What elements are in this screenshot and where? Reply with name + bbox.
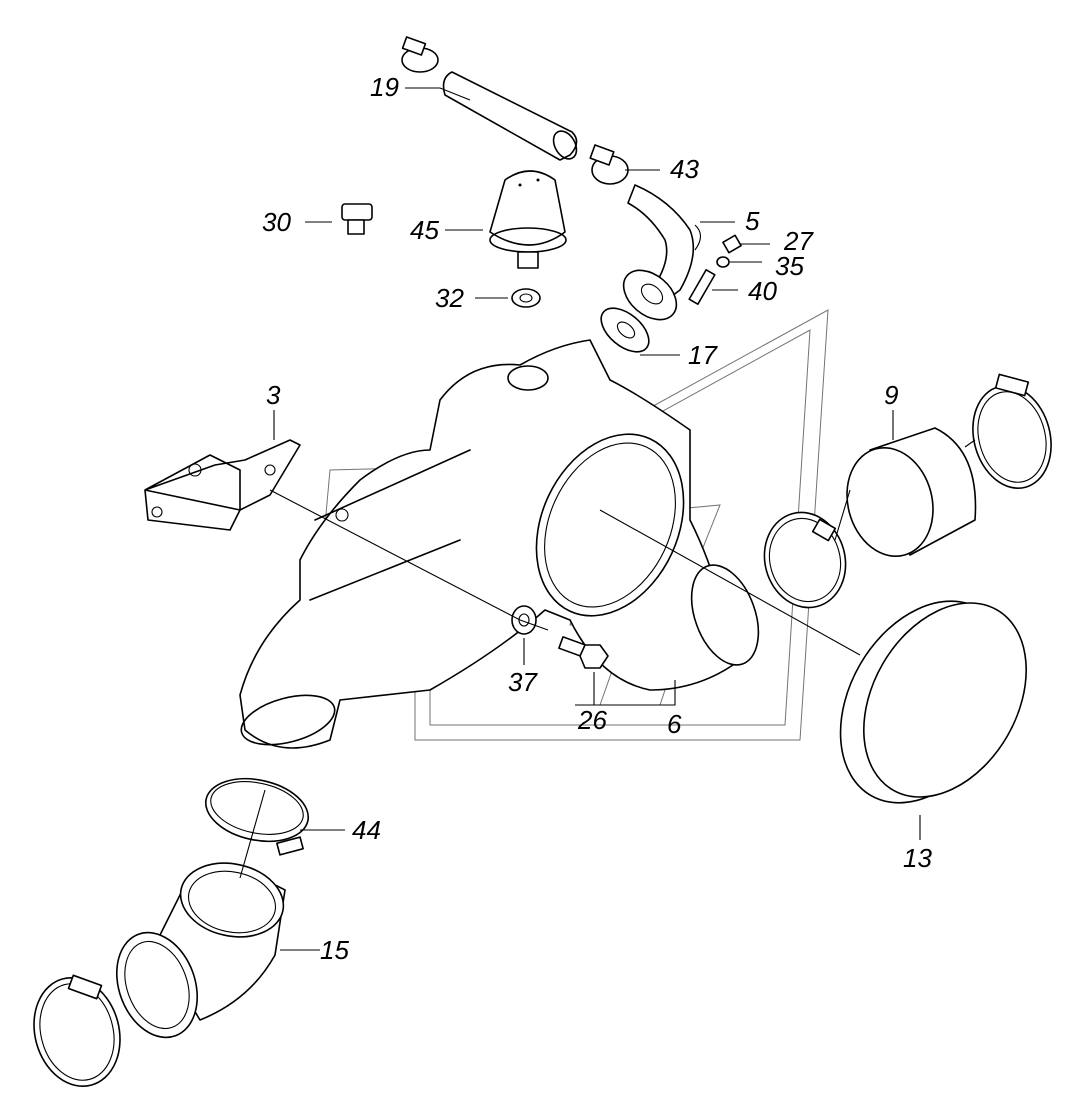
callout-labels: 19 43 30 45 5 27 35 40 32 17 3 9 37 26 6… (262, 72, 932, 965)
washer-32 (511, 288, 541, 308)
stud-40 (688, 268, 716, 306)
callout-32: 32 (435, 283, 464, 313)
callout-27: 27 (783, 226, 814, 256)
callout-15: 15 (320, 935, 349, 965)
callout-13: 13 (903, 843, 932, 873)
callout-5: 5 (745, 206, 760, 236)
callout-3: 3 (266, 380, 281, 410)
clamp-43 (589, 144, 629, 185)
callout-6: 6 (667, 709, 682, 739)
callout-45: 45 (410, 215, 439, 245)
bracket-3 (144, 439, 301, 531)
callout-43: 43 (670, 154, 699, 184)
bolt-26 (558, 636, 609, 669)
cover-13 (839, 600, 1027, 804)
housing-6 (239, 339, 760, 749)
washer-35 (716, 256, 730, 268)
callout-44: 44 (352, 815, 381, 845)
sleeve-9 (846, 427, 977, 558)
gasket-17 (600, 307, 650, 353)
leader-lines (239, 87, 976, 951)
clamp-15-lower (33, 974, 121, 1088)
elbow-15 (115, 862, 286, 1039)
callout-35: 35 (775, 251, 804, 281)
clamp-9-inner (763, 511, 847, 609)
callout-26: 26 (577, 705, 607, 735)
washer-37 (511, 605, 537, 635)
nut-27 (722, 234, 742, 254)
hose-19 (442, 71, 578, 161)
callout-30: 30 (262, 207, 291, 237)
callout-40: 40 (748, 276, 777, 306)
pipe-5 (622, 184, 695, 321)
cap-45 (489, 170, 567, 269)
callout-17: 17 (688, 340, 718, 370)
clamp-44 (204, 777, 310, 856)
bolt-30 (341, 203, 373, 235)
callout-19: 19 (370, 72, 399, 102)
callout-9: 9 (884, 380, 898, 410)
clamp-19 (401, 36, 439, 73)
clamp-9-outer (972, 373, 1052, 489)
callout-37: 37 (508, 667, 538, 697)
